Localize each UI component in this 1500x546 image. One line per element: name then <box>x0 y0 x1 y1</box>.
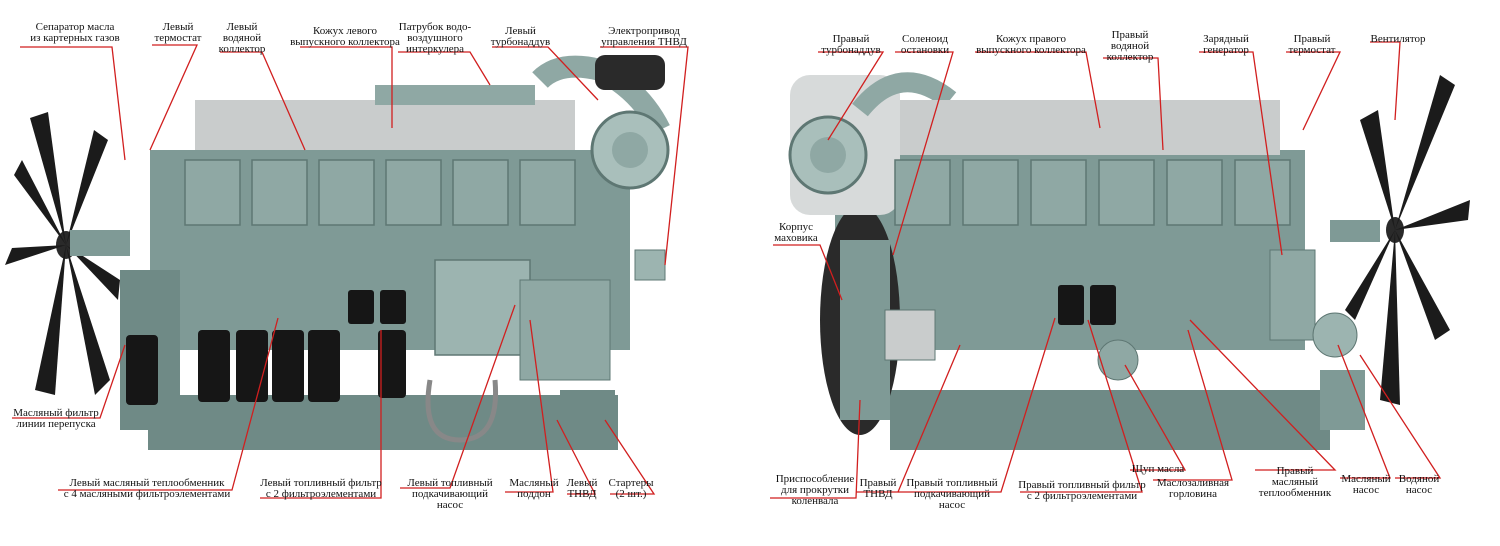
label-oil-filler: Маслозаливная горловина <box>1156 477 1230 500</box>
label-left-fuel-filter: Левый топливный фильтр с 2 фильтроэлемен… <box>260 477 382 500</box>
left-exhaust-cover <box>195 100 575 150</box>
label-oil-pump: Масляный насос <box>1341 473 1391 496</box>
label-left-water-collector: Левый водяной коллектор <box>218 21 266 55</box>
right-fan-icon <box>1330 75 1470 405</box>
label-intercooler-pipe: Патрубок водо- воздушного интеркулера <box>398 21 472 55</box>
label-oil-pan: Масляный поддон <box>509 477 559 500</box>
left-leader-lines <box>12 44 689 499</box>
label-right-fuel-pump: Правый топливный подкачивающий насос <box>906 477 998 511</box>
label-tnvd-actuator: Электропривод управления ТНВД <box>601 25 687 48</box>
right-cylinder-heads <box>894 159 1291 226</box>
label-left-fuel-pump: Левый топливный подкачивающий насос <box>407 477 493 511</box>
label-left-exhaust-cover: Кожух левого выпускного коллектора <box>290 25 400 48</box>
right-exhaust-cover <box>900 100 1280 155</box>
label-crank-tool: Приспособление для прокрутки коленвала <box>775 473 855 507</box>
label-right-water-collector: Правый водяной коллектор <box>1106 29 1154 63</box>
label-right-fuel-filter: Правый топливный фильтр с 2 фильтроэлеме… <box>1018 479 1146 502</box>
label-starters: Стартеры (2 шт.) <box>608 477 654 500</box>
right-engine <box>788 72 1470 450</box>
left-fan-icon <box>5 112 130 395</box>
label-bypass-oil-filter: Масляный фильтр линии перепуска <box>13 407 99 430</box>
label-separator: Сепаратор масла из картерных газов <box>30 21 120 44</box>
left-cylinder-heads <box>184 159 576 226</box>
label-dipstick: Щуп масла <box>1131 463 1185 475</box>
label-water-pump: Водяной насос <box>1398 473 1440 496</box>
label-right-exhaust-cover: Кожух правого выпускного коллектора <box>976 33 1086 56</box>
right-oil-pan <box>890 390 1330 450</box>
label-right-turbo: Правый турбонаддув <box>821 33 881 56</box>
label-fan: Вентилятор <box>1370 33 1426 45</box>
right-fuel-filters <box>1058 285 1116 325</box>
left-oil-pan <box>148 395 618 450</box>
label-flywheel-housing: Корпус маховика <box>774 221 818 244</box>
label-left-thermostat: Левый термостат <box>154 21 202 44</box>
left-engine <box>5 55 670 450</box>
label-left-oil-exchanger: Левый масляный теплообменник с 4 масляны… <box>63 477 231 500</box>
label-left-tnvd: Левый ТНВД <box>566 477 598 500</box>
label-right-thermostat: Правый термостат <box>1288 33 1336 56</box>
right-leader-lines <box>770 41 1442 499</box>
label-stop-solenoid: Соленоид остановки <box>900 33 950 56</box>
label-left-turbo: Левый турбонаддув <box>490 25 551 48</box>
label-charging-generator: Зарядный генератор <box>1203 33 1249 56</box>
left-turbo-icon <box>532 55 670 190</box>
label-right-tnvd: Правый ТНВД <box>859 477 897 500</box>
right-turbo-icon <box>788 72 957 215</box>
label-right-oil-exchanger: Правый масляный теплообменник <box>1258 465 1332 499</box>
